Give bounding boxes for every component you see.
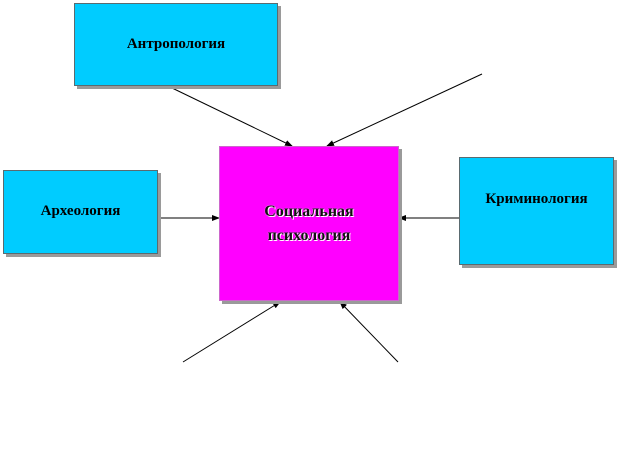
node-criminology-label: Криминология	[485, 191, 588, 207]
node-archaeology: Археология	[3, 170, 158, 254]
center-node-label-line1: Социальная	[264, 203, 354, 221]
node-criminology: Криминология	[459, 157, 614, 265]
node-anthropology-label: Антропология	[126, 35, 226, 52]
arrow-anthropology-to-center	[169, 86, 293, 147]
node-anthropology: Антропология	[74, 3, 278, 86]
center-node-label-line2: психология	[267, 226, 351, 244]
arrow-lower-left-to-center	[182, 301, 281, 363]
arrow-upper-right-to-center	[326, 73, 483, 147]
center-node-social-psychology: Социальная психология	[219, 146, 399, 301]
arrow-lower-right-to-center	[339, 301, 399, 363]
node-archaeology-label: Археология	[40, 203, 121, 220]
